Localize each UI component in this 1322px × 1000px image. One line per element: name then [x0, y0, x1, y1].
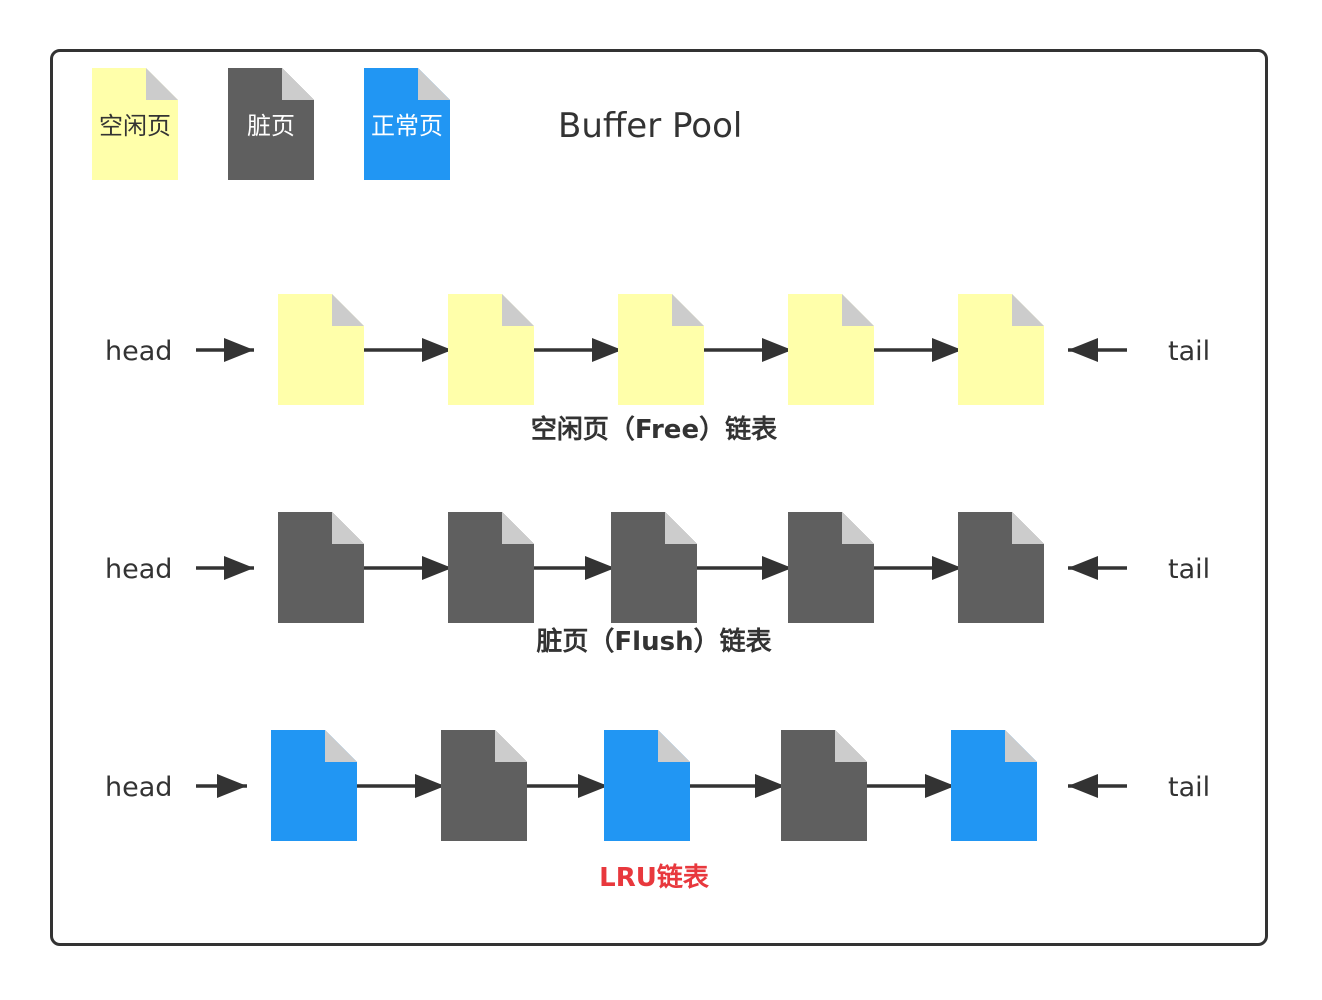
list-caption: LRU链表 [599, 862, 710, 893]
list-page-free [448, 294, 534, 405]
list-page-dirty [441, 730, 527, 841]
tail-label: tail [1168, 772, 1210, 803]
list-caption: 脏页（Flush）链表 [536, 626, 772, 657]
tail-label: tail [1168, 554, 1210, 585]
list-page-dirty [781, 730, 867, 841]
list-page-dirty [611, 512, 697, 623]
head-label: head [105, 336, 172, 367]
legend-label-normal: 正常页 [371, 112, 443, 140]
head-label: head [105, 554, 172, 585]
list-page-free [788, 294, 874, 405]
diagram-title: Buffer Pool [558, 106, 742, 146]
list-page-normal [271, 730, 357, 841]
list-page-dirty [958, 512, 1044, 623]
legend-free-page [92, 68, 178, 180]
list-page-free [278, 294, 364, 405]
legend-label-dirty: 脏页 [247, 112, 295, 140]
legend-normal-page [364, 68, 450, 180]
list-page-dirty [278, 512, 364, 623]
legend-dirty-page [228, 68, 314, 180]
buffer-pool-frame [50, 49, 1268, 946]
list-page-free [958, 294, 1044, 405]
tail-label: tail [1168, 336, 1210, 367]
legend-label-free: 空闲页 [99, 112, 171, 140]
list-page-free [618, 294, 704, 405]
list-page-normal [951, 730, 1037, 841]
list-page-dirty [788, 512, 874, 623]
list-page-dirty [448, 512, 534, 623]
head-label: head [105, 772, 172, 803]
list-caption: 空闲页（Free）链表 [531, 414, 778, 445]
list-page-normal [604, 730, 690, 841]
